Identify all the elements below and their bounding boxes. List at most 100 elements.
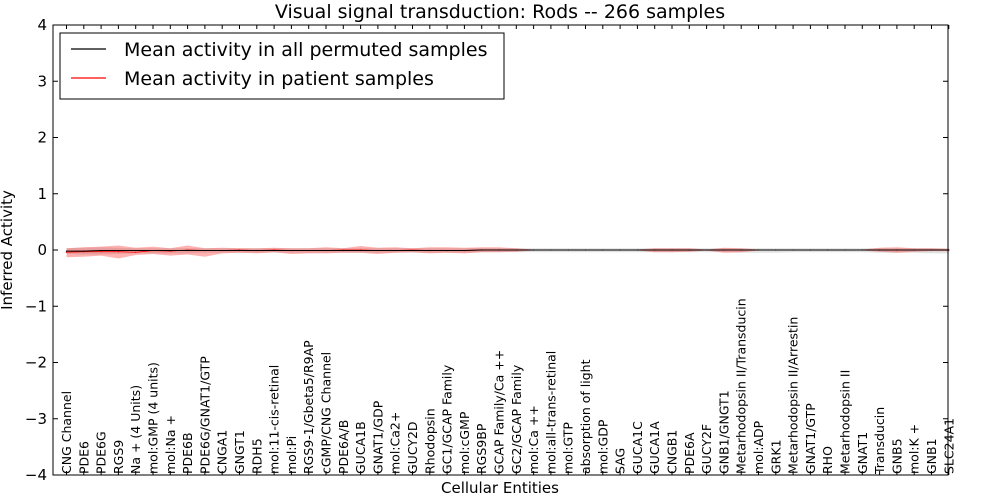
point-permuted [135, 249, 137, 252]
x-tick-label: Metarhodopsin II/Arrestin [786, 317, 801, 474]
point-permuted [117, 249, 119, 252]
x-tick-label: GNB1/GNGT1 [716, 390, 731, 474]
point-permuted [861, 249, 863, 251]
point-permuted [429, 249, 431, 252]
point-permuted [411, 249, 414, 252]
x-tick-label: CNG Channel [59, 391, 74, 474]
point-permuted [619, 249, 621, 251]
point-permuted [602, 249, 604, 251]
x-tick-label: RGS9 [111, 440, 126, 474]
y-tick-label: 2 [37, 129, 47, 147]
plot-frame [52, 24, 949, 476]
line-permuted [66, 249, 949, 252]
x-tick-label: GNGT1 [232, 430, 247, 474]
point-permuted [706, 249, 708, 251]
y-tick-label: −1 [25, 297, 47, 315]
point-patient [135, 251, 137, 253]
x-tick-label: absorption of light [578, 359, 593, 474]
y-tick-label: 4 [37, 16, 47, 34]
y-tick-label: 1 [37, 185, 47, 203]
point-permuted [290, 249, 292, 252]
point-permuted [221, 249, 223, 252]
point-permuted [169, 249, 171, 252]
x-tick-label: mol:GDP [595, 419, 610, 474]
x-tick-label: mol:11-cis-retinal [267, 365, 282, 474]
x-tick-label: Metarhodopsin II/Transducin [734, 298, 749, 474]
x-tick-label: PDE6A/B [336, 420, 351, 474]
point-permuted [204, 249, 206, 252]
x-tick-label: Metarhodopsin II [838, 370, 853, 474]
point-permuted [792, 249, 794, 251]
x-tick-label: PDE6B [180, 432, 195, 474]
point-patient [65, 251, 68, 253]
x-tick-label: GNB5 [889, 438, 904, 474]
x-tick-label: RHO [820, 446, 835, 474]
x-tick-label: RGS9BP [474, 423, 489, 474]
x-tick-label: mol:K + [907, 424, 922, 474]
x-tick-label: GUCY2F [699, 424, 714, 474]
x-tick-label: GC2/GCAP Family [509, 364, 524, 474]
point-permuted [325, 249, 327, 252]
point-permuted [446, 249, 448, 252]
x-tick-label: CNGB1 [665, 430, 680, 474]
point-permuted [273, 249, 275, 252]
x-tick-label: mol:ADP [751, 420, 766, 474]
x-tick-label: PDE6 [76, 441, 91, 474]
x-tick-label: mol:GMP (4 units) [146, 362, 161, 474]
point-permuted [152, 249, 154, 252]
point-permuted [360, 249, 362, 252]
x-tick-label: cGMP/CNG Channel [319, 352, 334, 474]
point-permuted [879, 249, 881, 251]
point-permuted [740, 249, 742, 251]
point-permuted [671, 249, 673, 251]
point-patient [117, 251, 119, 253]
point-permuted [394, 249, 396, 252]
band-permuted [66, 247, 949, 255]
y-tick-label: 3 [37, 72, 47, 90]
x-tick-label: RDH5 [249, 438, 264, 474]
point-permuted [256, 249, 258, 252]
x-tick-label: GNAT1/GDP [370, 400, 385, 474]
x-tick-label: mol:GTP [561, 422, 576, 474]
point-permuted [844, 249, 846, 251]
x-tick-label: Transducin [872, 407, 887, 475]
point-permuted [463, 249, 465, 252]
point-permuted [567, 249, 569, 251]
x-tick-label: GCAP Family/Ca ++ [492, 350, 507, 474]
point-permuted [515, 249, 517, 251]
x-tick-label: PDE6G/GNAT1/GTP [197, 356, 212, 474]
point-permuted [481, 249, 483, 251]
point-permuted [930, 249, 933, 251]
band-patient [66, 245, 949, 259]
point-permuted [913, 249, 915, 251]
point-permuted [308, 249, 310, 252]
x-tick-label: GUCA1A [647, 421, 662, 474]
x-tick-label: GUCA1C [630, 421, 645, 474]
point-permuted [654, 249, 656, 251]
x-tick-label: GNAT1/GTP [803, 403, 818, 474]
confidence-bands [66, 245, 949, 259]
point-permuted [342, 249, 344, 252]
point-permuted [896, 249, 898, 251]
x-tick-label: GNAT1 [855, 432, 870, 474]
chart-title: Visual signal transduction: Rods -- 266 … [275, 1, 725, 23]
x-tick-label: PDE6G [94, 431, 109, 474]
x-tick-label: Rhodopsin [422, 408, 437, 474]
x-tick-label: GNB1 [924, 438, 939, 474]
point-permuted [100, 249, 102, 252]
y-axis-label: Inferred Activity [0, 190, 16, 310]
x-tick-label: PDE6A [682, 432, 697, 474]
point-permuted [775, 249, 777, 251]
legend-label-patient: Mean activity in patient samples [124, 68, 434, 90]
x-tick-label: mol:Ca2+ [388, 412, 403, 474]
y-tick-label: −4 [25, 466, 47, 484]
x-tick-label: mol:cGMP [457, 411, 472, 474]
x-tick-label: GRK1 [768, 439, 783, 474]
point-permuted [533, 249, 535, 251]
legend-label-permuted: Mean activity in all permuted samples [124, 39, 487, 61]
x-tick-label: mol:Na + [163, 415, 178, 474]
point-permuted [827, 249, 829, 251]
x-tick-label: SAG [613, 448, 628, 474]
